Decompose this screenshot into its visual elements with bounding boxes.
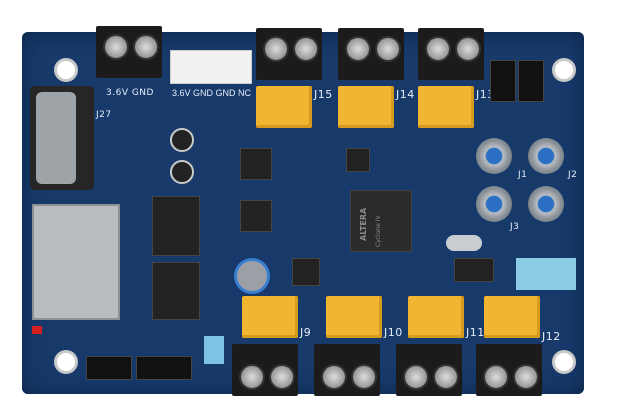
relay — [408, 296, 464, 338]
led — [32, 326, 42, 334]
coin-battery — [234, 258, 270, 294]
fpga-chip: ALTERA Cyclone IV — [350, 190, 412, 252]
terminal-block-j11 — [396, 344, 462, 396]
screw-icon — [483, 364, 509, 390]
pin-header — [86, 356, 132, 380]
screw-icon — [321, 364, 347, 390]
screw-icon — [433, 364, 459, 390]
relay — [418, 86, 474, 128]
label-j9: J9 — [300, 326, 312, 339]
ic-chip — [152, 262, 200, 320]
terminal-block-power — [96, 26, 162, 78]
relay — [338, 86, 394, 128]
white-header-connector — [170, 50, 252, 84]
label-j27: J27 — [96, 110, 112, 120]
screw-icon — [375, 36, 401, 62]
screw-icon — [425, 36, 451, 62]
pin-header — [490, 60, 516, 102]
label-j3: J3 — [510, 222, 520, 232]
terminal-block-j15 — [256, 28, 322, 80]
blue-audio-jack — [516, 258, 576, 290]
relay — [242, 296, 298, 338]
relay — [484, 296, 540, 338]
screw-icon — [351, 364, 377, 390]
relay — [256, 86, 312, 128]
screw-icon — [513, 364, 539, 390]
capacitor — [170, 128, 194, 152]
relay — [326, 296, 382, 338]
label-j15: J15 — [314, 88, 333, 101]
screw-icon — [403, 364, 429, 390]
screw-icon — [133, 34, 159, 60]
label-j11: J11 — [466, 326, 485, 339]
screw-icon — [239, 364, 265, 390]
screw-icon — [103, 34, 129, 60]
ic-chip — [240, 148, 272, 180]
circular-connector-j1 — [476, 138, 512, 174]
circular-connector-j2 — [528, 138, 564, 174]
circular-connector — [528, 186, 564, 222]
screw-icon — [293, 36, 319, 62]
screw-icon — [455, 36, 481, 62]
label-power-header: 3.6V GND GND NC — [172, 88, 252, 98]
mounting-hole — [552, 58, 576, 82]
sensor-module — [204, 336, 224, 364]
ic-chip — [454, 258, 494, 282]
circular-connector-j3 — [476, 186, 512, 222]
terminal-block-j10 — [314, 344, 380, 396]
screw-icon — [263, 36, 289, 62]
mounting-hole — [552, 350, 576, 374]
ethernet-jack — [32, 204, 120, 320]
mounting-hole — [54, 350, 78, 374]
fpga-brand: ALTERA — [359, 207, 368, 241]
terminal-block-j12 — [476, 344, 542, 396]
screw-icon — [345, 36, 371, 62]
label-power-top-left: 3.6V GND — [106, 88, 154, 98]
crystal-oscillator — [446, 235, 482, 251]
db9-shell — [36, 92, 76, 184]
ic-chip — [240, 200, 272, 232]
inductor — [346, 148, 370, 172]
label-j13: J13 — [476, 88, 495, 101]
capacitor — [170, 160, 194, 184]
label-j2: J2 — [568, 170, 578, 180]
ic-chip — [292, 258, 320, 286]
db9-serial-connector — [30, 86, 94, 190]
terminal-block-j14 — [338, 28, 404, 80]
ic-chip — [152, 196, 200, 256]
label-j1: J1 — [518, 170, 528, 180]
terminal-block-j13 — [418, 28, 484, 80]
screw-icon — [269, 364, 295, 390]
fpga-model: Cyclone IV — [375, 215, 382, 247]
mounting-hole — [54, 58, 78, 82]
label-j14: J14 — [396, 88, 415, 101]
label-j10: J10 — [384, 326, 403, 339]
pin-header — [518, 60, 544, 102]
label-j12: J12 — [542, 330, 561, 343]
pin-header — [136, 356, 192, 380]
terminal-block-j9 — [232, 344, 298, 396]
